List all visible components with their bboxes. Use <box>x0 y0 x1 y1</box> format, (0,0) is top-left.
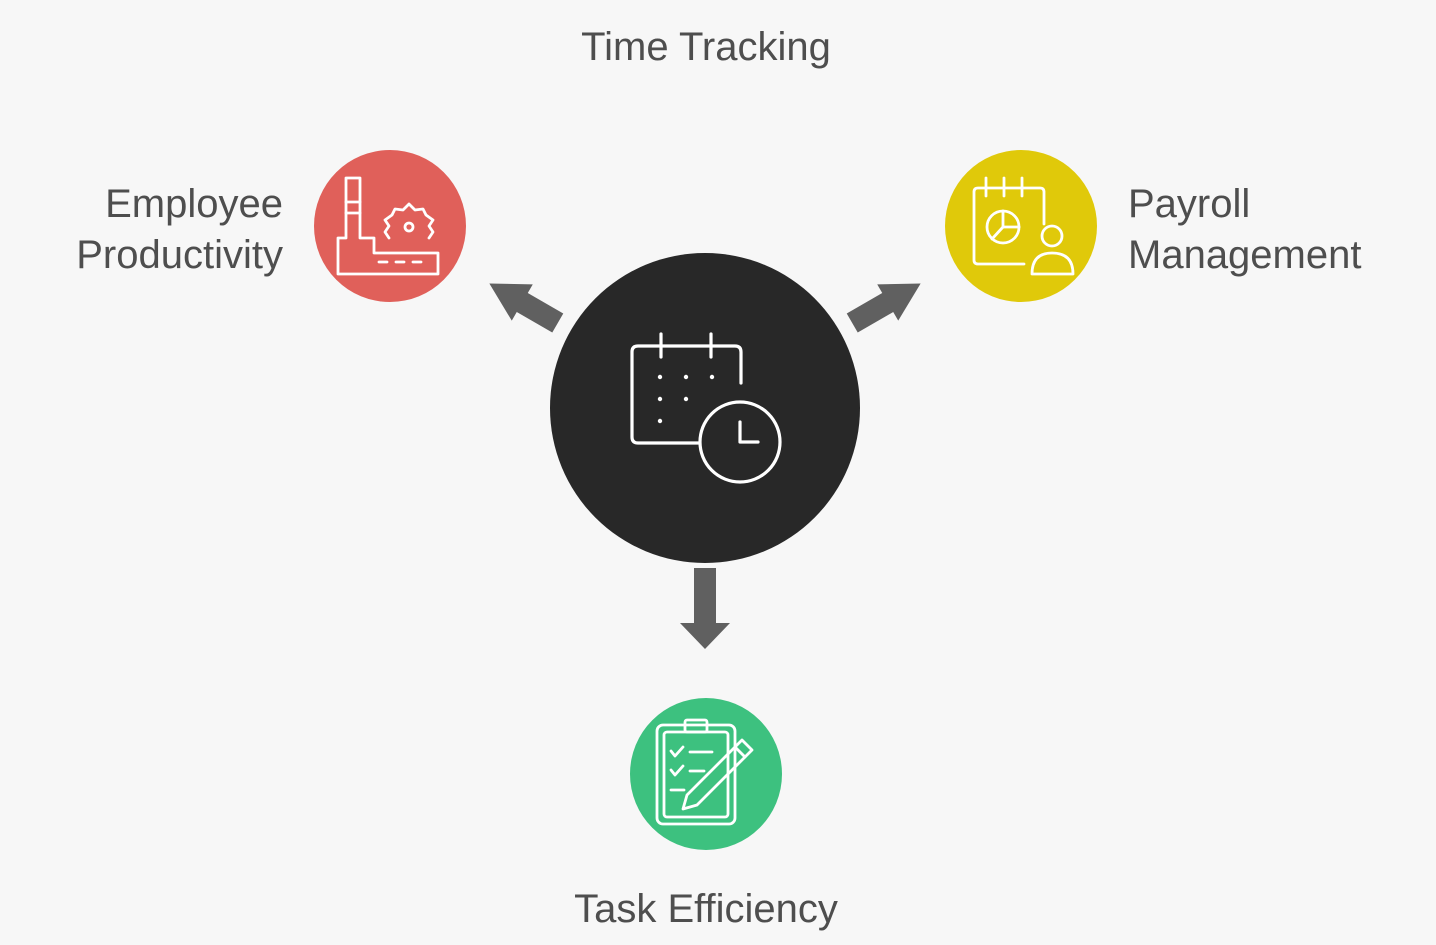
task-efficiency-label: Task Efficiency <box>574 887 838 931</box>
node-employee-productivity: Employee Productivity <box>76 150 466 302</box>
employee-productivity-label-line-1: Employee <box>105 182 283 226</box>
clipboard-checklist-icon <box>655 718 754 826</box>
diagram-title: Time Tracking <box>581 25 831 69</box>
hub-node <box>550 253 860 563</box>
payroll-management-label-line-2: Management <box>1128 233 1361 277</box>
node-task-efficiency: Task Efficiency <box>574 698 838 931</box>
node-payroll-management: Payroll Management <box>945 150 1361 302</box>
arrow-to-payroll-management <box>846 283 921 333</box>
task-efficiency-circle <box>630 698 782 850</box>
arrow-to-task-efficiency <box>680 568 730 649</box>
hub-circle <box>550 253 860 563</box>
calendar-clock-icon <box>630 332 782 484</box>
factory-icon <box>336 176 440 276</box>
employee-productivity-label-line-2: Productivity <box>76 233 283 277</box>
payroll-management-circle <box>945 150 1097 302</box>
payroll-calendar-icon <box>972 176 1075 276</box>
payroll-management-label-line-1: Payroll <box>1128 182 1250 226</box>
arrow-to-employee-productivity <box>489 283 564 333</box>
